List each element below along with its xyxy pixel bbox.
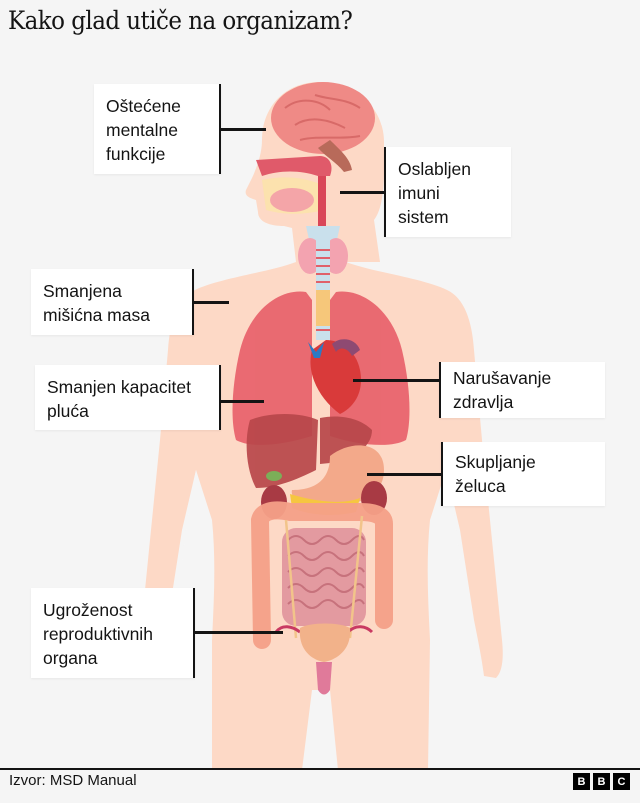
- label-stomach: Skupljanje želuca: [441, 442, 605, 506]
- stomach-icon: [291, 445, 384, 507]
- large-intestine-icon: [250, 501, 393, 649]
- thyroid-icon: [298, 226, 348, 340]
- label-reproductive: Ugroženost reproduktivnih organa: [31, 588, 195, 678]
- label-heart: Narušavanje zdravlja: [439, 362, 605, 418]
- label-immune: Oslabljen imuni sistem: [384, 147, 511, 237]
- human-body-diagram: [139, 82, 503, 770]
- small-intestine-icon: [282, 528, 366, 626]
- leader-heart: [353, 379, 440, 382]
- leader-brain: [221, 128, 266, 131]
- page-title: Kako glad utiče na organizam?: [8, 6, 353, 35]
- gallbladder-icon: [266, 471, 282, 481]
- label-brain: Oštećene mentalne funkcije: [94, 84, 221, 174]
- heart-icon: [308, 339, 362, 414]
- bbc-logo: B B C: [573, 773, 630, 790]
- leader-reproductive: [195, 631, 283, 634]
- reproductive-organs-icon: [274, 623, 374, 695]
- leader-immune: [340, 191, 385, 194]
- bbc-logo-letter: B: [573, 773, 590, 790]
- leader-lungs: [221, 400, 264, 403]
- bbc-logo-letter: C: [613, 773, 630, 790]
- oral-cavity-icon: [256, 156, 332, 232]
- label-lungs: Smanjen kapacitet pluća: [35, 365, 221, 430]
- source-text: Izvor: MSD Manual: [9, 772, 137, 789]
- leader-stomach: [367, 473, 442, 476]
- leader-muscle: [194, 301, 229, 304]
- brain-icon: [271, 82, 375, 172]
- footer-divider: [0, 768, 640, 770]
- bbc-logo-letter: B: [593, 773, 610, 790]
- label-muscle: Smanjena mišićna masa: [31, 269, 194, 335]
